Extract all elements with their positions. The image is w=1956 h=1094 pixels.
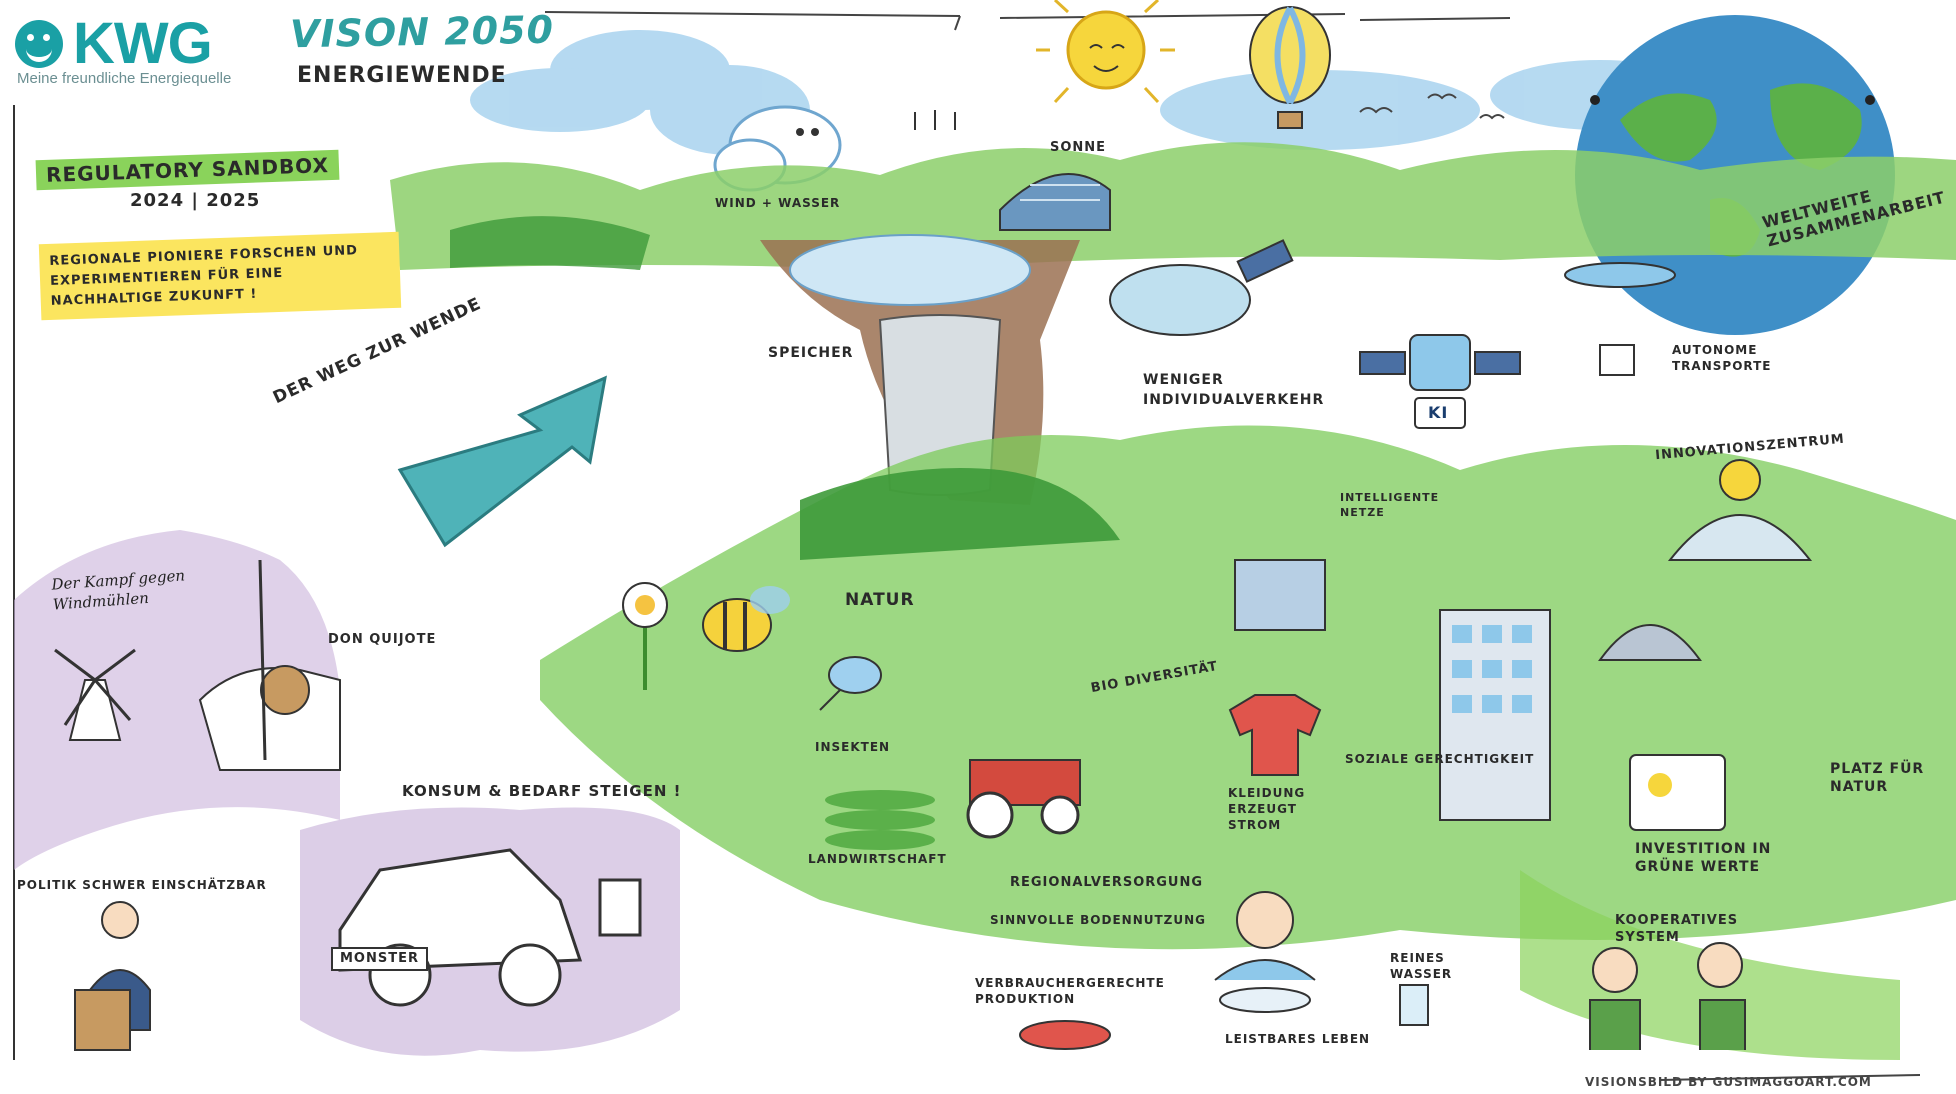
birds-illustration bbox=[1359, 93, 1505, 120]
label-autonome: AUTONOME TRANSPORTE bbox=[1672, 343, 1772, 373]
label-ki: KI bbox=[1428, 403, 1449, 422]
frame-bottom-line bbox=[1659, 1074, 1921, 1081]
tractor-illustration bbox=[966, 759, 1081, 839]
ki-robot-illustration bbox=[1359, 334, 1521, 429]
bee-illustration bbox=[702, 586, 790, 652]
label-natur: NATUR bbox=[845, 590, 915, 610]
logo[interactable]: KWG bbox=[15, 10, 213, 77]
label-verbraucher: VERBRAUCHERGERECHTE PRODUKTION bbox=[975, 976, 1165, 1006]
credit-text: VISIONSBILD BY GUSIMAGGOART.COM bbox=[1585, 1075, 1872, 1089]
label-platz: PLATZ FÜR NATUR bbox=[1830, 761, 1925, 795]
solar-greenhouse bbox=[999, 173, 1111, 231]
frame-top-line bbox=[544, 11, 1511, 31]
arrow-illustration bbox=[397, 375, 607, 548]
label-kooperatives: KOOPERATIVES SYSTEM bbox=[1615, 913, 1739, 945]
label-insekten: INSEKTEN bbox=[815, 740, 891, 754]
wind-turbines-hill bbox=[914, 110, 956, 130]
sandbox-description: REGIONALE PIONIERE FORSCHEN UND EXPERIME… bbox=[38, 231, 402, 321]
page-subtitle: ENERGIEWENDE bbox=[297, 63, 507, 88]
label-investition: INVESTITION IN GRÜNE WERTE bbox=[1635, 841, 1772, 875]
balloon-illustration bbox=[1249, 6, 1331, 129]
drone-illustration bbox=[1564, 262, 1676, 376]
label-intelligente-netze: INTELLIGENTE NETZE bbox=[1340, 491, 1440, 519]
monster-truck-illustration bbox=[331, 848, 642, 1007]
label-regionalversorgung: REGIONALVERSORGUNG bbox=[1010, 875, 1204, 890]
shirt-illustration bbox=[1228, 694, 1322, 776]
label-landwirtschaft: LANDWIRTSCHAFT bbox=[808, 852, 947, 866]
label-reines-wasser: REINES WASSER bbox=[1390, 951, 1453, 981]
windmill-illustration bbox=[54, 648, 136, 741]
label-don-quijote: DON QUIJOTE bbox=[328, 632, 437, 647]
scale-illustration bbox=[1019, 1020, 1111, 1050]
purple-wash-left bbox=[14, 530, 340, 870]
don-quijote-illustration bbox=[198, 559, 341, 771]
label-kleidung: KLEIDUNG ERZEUGT STROM bbox=[1228, 786, 1306, 832]
city-building bbox=[1234, 559, 1702, 821]
politician-illustration bbox=[74, 901, 151, 1051]
label-monster: MONSTER bbox=[340, 951, 419, 966]
innovation-dome bbox=[1667, 459, 1813, 561]
logo-smiley-icon bbox=[15, 19, 63, 68]
label-weniger: WENIGER INDIVIDUALVERKEHR bbox=[1143, 372, 1325, 408]
sandbox-years: 2024 | 2025 bbox=[130, 190, 261, 211]
investment-tablet bbox=[1629, 754, 1726, 831]
person-eating bbox=[1214, 891, 1429, 1026]
label-leben: LEISTBARES LEBEN bbox=[1225, 1032, 1371, 1046]
sun-illustration bbox=[1036, 0, 1175, 104]
handshake-people bbox=[1589, 942, 1746, 1050]
label-speicher: SPEICHER bbox=[768, 345, 854, 361]
mosquito-illustration bbox=[819, 656, 882, 711]
logo-wordmark: KWG bbox=[73, 11, 213, 76]
label-bodennutzung: SINNVOLLE BODENNUTZUNG bbox=[990, 913, 1206, 927]
page-title: VISON 2050 bbox=[289, 7, 555, 57]
label-konsum: KONSUM & BEDARF STEIGEN ! bbox=[402, 782, 682, 800]
logo-tagline: Meine freundliche Energiequelle bbox=[17, 70, 232, 87]
hills-band bbox=[390, 142, 1956, 270]
label-wind-wasser: WIND + WASSER bbox=[715, 196, 841, 210]
label-politik: POLITIK SCHWER EINSCHÄTZBAR bbox=[17, 878, 267, 892]
label-soziale: SOZIALE GERECHTIGKEIT bbox=[1345, 752, 1535, 766]
flower-illustration bbox=[622, 582, 668, 690]
crop-rows bbox=[825, 790, 935, 850]
forest-trees bbox=[800, 468, 1120, 560]
forest-left bbox=[450, 216, 650, 270]
label-sonne: SONNE bbox=[1050, 140, 1107, 155]
airship-illustration bbox=[1109, 239, 1294, 336]
